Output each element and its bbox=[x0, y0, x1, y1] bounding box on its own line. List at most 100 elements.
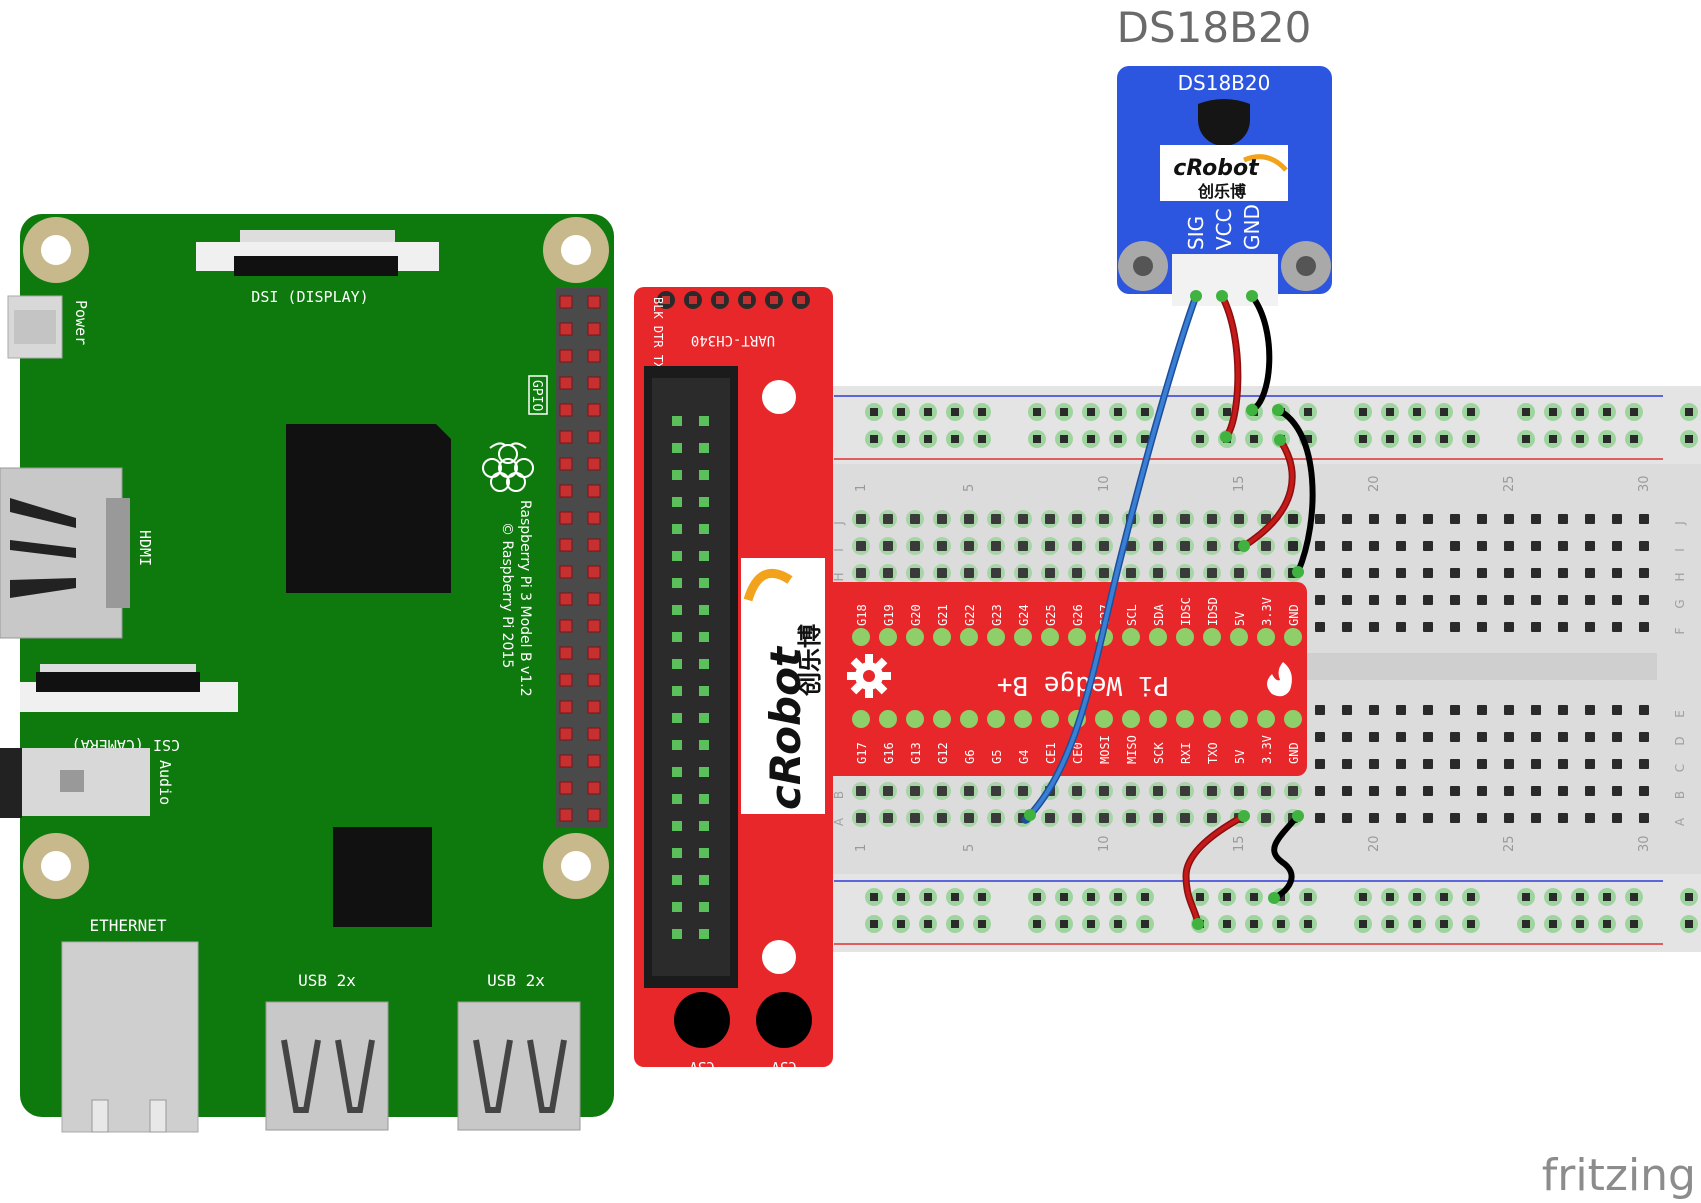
rail-hole bbox=[951, 435, 959, 443]
gpio-pin bbox=[559, 565, 573, 579]
row-letter: H bbox=[1673, 572, 1687, 581]
wedge-bottom-pin-label: G16 bbox=[882, 742, 896, 764]
wedge-bottom-pin bbox=[879, 710, 897, 728]
audio-jack bbox=[0, 748, 150, 818]
gpio-pin bbox=[587, 781, 601, 795]
breadboard-hole bbox=[1423, 514, 1433, 524]
breadboard-hole bbox=[1315, 813, 1325, 823]
row-letter: E bbox=[1673, 710, 1687, 718]
breadboard-hole bbox=[1585, 541, 1595, 551]
breadboard-hole bbox=[856, 514, 866, 524]
ribbon-pin bbox=[699, 524, 709, 534]
breadboard-hole bbox=[1504, 595, 1514, 605]
wedge-top-pin-label: IDSD bbox=[1206, 597, 1220, 626]
gpio-pin bbox=[559, 430, 573, 444]
ribbon-pin bbox=[672, 497, 682, 507]
breadboard-hole bbox=[1531, 595, 1541, 605]
breadboard-hole bbox=[1504, 622, 1514, 632]
wedge-bottom-pin bbox=[987, 710, 1005, 728]
wedge-top-pin-label: IDSC bbox=[1179, 597, 1193, 626]
rail-hole bbox=[1114, 920, 1122, 928]
gpio-pin bbox=[559, 673, 573, 687]
rail-hole bbox=[978, 893, 986, 901]
wedge-bottom-pin bbox=[906, 710, 924, 728]
breadboard-hole bbox=[1396, 786, 1406, 796]
ribbon-pin bbox=[699, 740, 709, 750]
row-letter: C bbox=[1673, 764, 1687, 772]
breadboard-hole bbox=[964, 514, 974, 524]
ribbon-pin bbox=[672, 524, 682, 534]
ribbon-pin bbox=[699, 605, 709, 615]
breadboard-hole bbox=[1558, 541, 1568, 551]
rail-hole bbox=[1440, 435, 1448, 443]
rail-hole bbox=[897, 893, 905, 901]
wedge-bottom-pin-label: CE0 bbox=[1071, 742, 1085, 764]
wire-end bbox=[1274, 434, 1286, 446]
breadboard-hole bbox=[991, 541, 1001, 551]
ribbon-pin bbox=[672, 767, 682, 777]
breadboard-hole bbox=[1585, 705, 1595, 715]
breadboard-hole bbox=[1369, 705, 1379, 715]
breadboard-hole bbox=[910, 786, 920, 796]
ribbon-pin bbox=[672, 659, 682, 669]
rail-hole bbox=[1250, 920, 1258, 928]
breadboard-hole bbox=[1423, 568, 1433, 578]
breadboard-hole bbox=[1180, 786, 1190, 796]
ribbon-pin bbox=[699, 794, 709, 804]
rail-hole bbox=[1033, 893, 1041, 901]
breadboard-hole bbox=[1315, 514, 1325, 524]
breadboard-hole bbox=[1315, 705, 1325, 715]
breadboard-hole bbox=[910, 514, 920, 524]
rail-hole bbox=[1467, 408, 1475, 416]
gpio-pin bbox=[559, 646, 573, 660]
breadboard-hole bbox=[1477, 541, 1487, 551]
breadboard-hole bbox=[1396, 514, 1406, 524]
gpio-pin bbox=[587, 484, 601, 498]
wedge-bottom-pin-label: 5V bbox=[1233, 750, 1247, 764]
wedge-top-pin bbox=[1257, 628, 1275, 646]
wedge-bottom-pin-label: SCK bbox=[1152, 742, 1166, 764]
gpio-pins bbox=[559, 295, 601, 822]
wedge-bottom-pin bbox=[852, 710, 870, 728]
breadboard-hole bbox=[1423, 732, 1433, 742]
ribbon-pin bbox=[699, 551, 709, 561]
breadboard-hole bbox=[1423, 786, 1433, 796]
breadboard-hole bbox=[1369, 786, 1379, 796]
gnd-wire bbox=[1249, 293, 1273, 413]
breadboard-hole bbox=[991, 514, 1001, 524]
breadboard-hole bbox=[1180, 813, 1190, 823]
dsi-connector bbox=[196, 230, 439, 276]
wedge-bottom-pin bbox=[1122, 710, 1140, 728]
breadboard-hole bbox=[1045, 568, 1055, 578]
rail-hole bbox=[1304, 435, 1312, 443]
breadboard-hole bbox=[1558, 732, 1568, 742]
breadboard-hole bbox=[1072, 514, 1082, 524]
gpio-pin bbox=[559, 457, 573, 471]
gpio-pin bbox=[559, 781, 573, 795]
breadboard-hole bbox=[1342, 622, 1352, 632]
rail-hole bbox=[1277, 920, 1285, 928]
rail-hole bbox=[1250, 893, 1258, 901]
rail-hole bbox=[1630, 435, 1638, 443]
breadboard-hole bbox=[1072, 813, 1082, 823]
gpio-pin bbox=[559, 322, 573, 336]
wedge-top-pin bbox=[1284, 628, 1302, 646]
breadboard-hole bbox=[1558, 759, 1568, 769]
rail-hole bbox=[1250, 435, 1258, 443]
breadboard-hole bbox=[1396, 568, 1406, 578]
wire-end bbox=[1292, 810, 1304, 822]
rail-hole bbox=[870, 920, 878, 928]
ethernet-label: ETHERNET bbox=[89, 916, 166, 935]
wedge-bottom-pin-label: MISO bbox=[1125, 735, 1139, 764]
breadboard-hole bbox=[1396, 595, 1406, 605]
gpio-pin bbox=[587, 619, 601, 633]
breadboard-hole bbox=[1639, 732, 1649, 742]
wire-end bbox=[1192, 918, 1204, 930]
wire-end bbox=[1246, 290, 1258, 302]
rail-hole bbox=[924, 893, 932, 901]
ribbon-pin bbox=[672, 875, 682, 885]
rail-hole bbox=[870, 893, 878, 901]
mounting-holes bbox=[23, 217, 609, 899]
rail-hole bbox=[1141, 893, 1149, 901]
